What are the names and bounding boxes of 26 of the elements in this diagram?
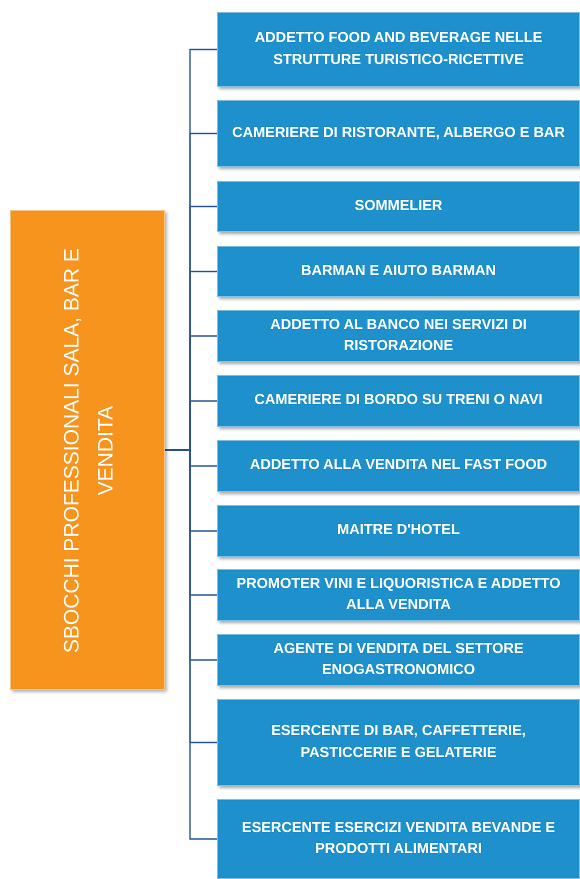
job-title: SOMMELIER <box>354 196 444 216</box>
job-title: ADDETTO AL BANCO NEI SERVIZI DI RISTORAZIONE <box>269 316 528 356</box>
job-title: MAITRE D'HOTEL <box>336 521 461 540</box>
job-title: BARMAN E AIUTO BARMAN <box>300 262 497 281</box>
category-box <box>10 210 165 690</box>
job-box <box>217 699 580 786</box>
job-title: ESERCENTE DI BAR, CAFFETTERIE, PASTICCERIE E GELATERIE <box>270 722 527 762</box>
job-box <box>217 634 580 686</box>
job-box <box>217 569 580 621</box>
job-box <box>217 505 580 557</box>
job-title: PROMOTER VINI E LIQUORISTICA E ADDETTO ALLA VENDITA <box>235 574 562 615</box>
job-box <box>217 310 580 362</box>
job-title: CAMERIERE DI RISTORANTE, ALBERGO E BAR <box>231 124 566 143</box>
job-box <box>217 100 580 167</box>
job-title: AGENTE DI VENDITA DEL SETTORE ENOGASTRONOMICO <box>272 640 525 680</box>
job-box <box>217 181 580 232</box>
job-title: ESERCENTE ESERCIZI VENDITA BEVANDE E PRODOTTI ALIMENTARI <box>240 818 556 859</box>
job-box <box>217 799 580 879</box>
job-box <box>217 12 580 87</box>
job-title: ADDETTO FOOD AND BEVERAGE NELLE STRUTTURE TURISTICO-RICETTIVE <box>254 29 544 70</box>
job-box <box>217 246 580 297</box>
category-title: SBOCCHI PROFESSIONALI SALA, BAR E VENDITA <box>58 247 118 656</box>
job-box <box>217 440 580 492</box>
job-title: CAMERIERE DI BORDO SU TRENI O NAVI <box>253 391 544 410</box>
job-box <box>217 375 580 427</box>
job-title: ADDETTO ALLA VENDITA NEL FAST FOOD <box>248 456 548 476</box>
